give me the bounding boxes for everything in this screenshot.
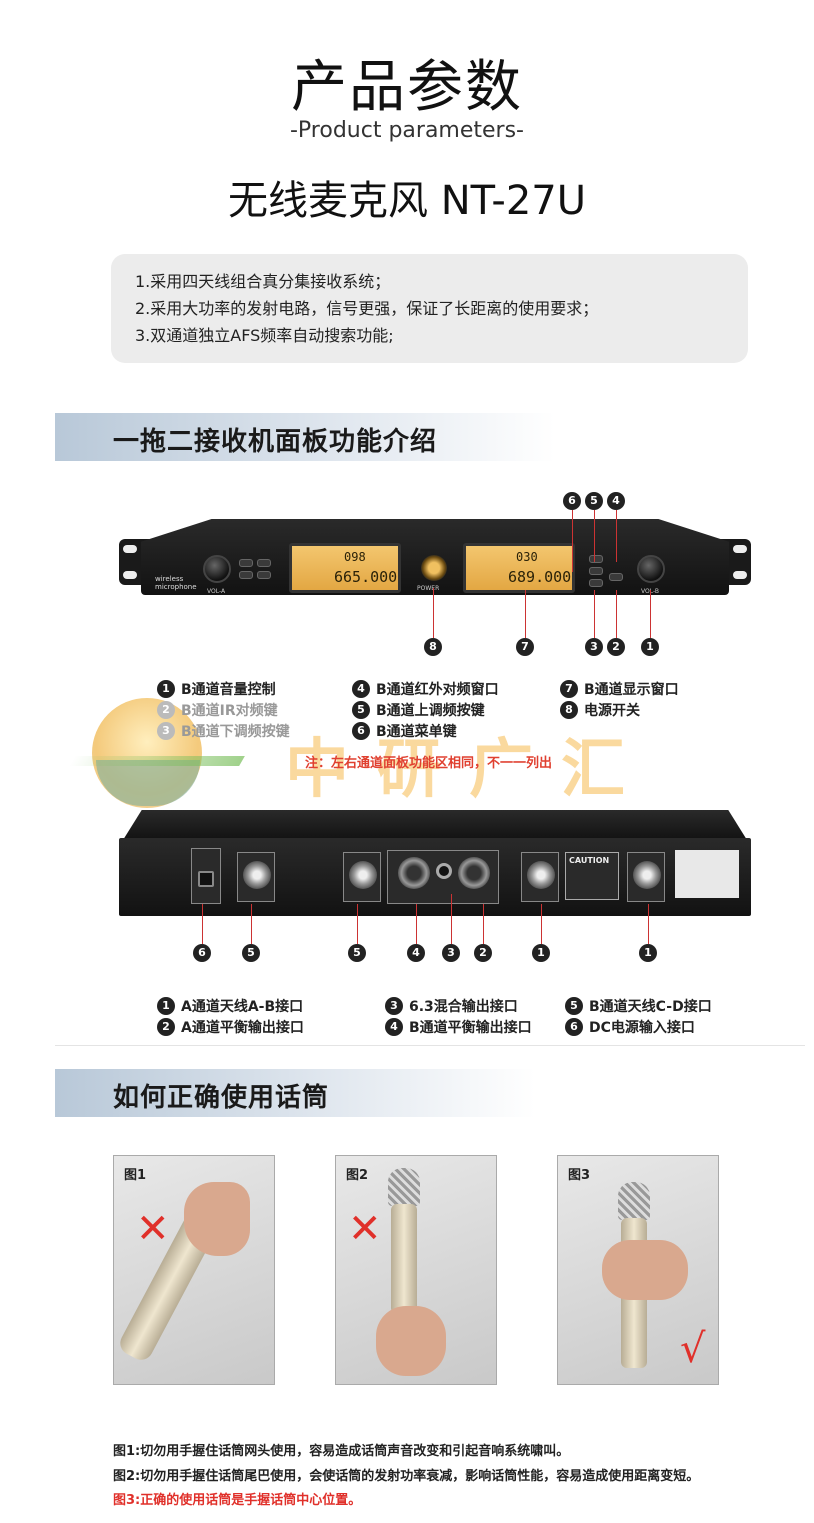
caption-3: 图3:正确的使用话筒是手握话筒中心位置。 xyxy=(113,1493,362,1508)
back-top xyxy=(123,810,747,840)
usage-photo-1: 图1 ✕ xyxy=(113,1155,275,1385)
watermark-logo-base xyxy=(96,760,200,806)
antenna-port-d xyxy=(237,852,275,902)
section-title: 一拖二接收机面板功能介绍 xyxy=(113,427,438,457)
power-label: POWER xyxy=(417,585,440,592)
antenna-port-b xyxy=(521,852,559,902)
section-title: 如何正确使用话筒 xyxy=(113,1083,330,1113)
brand-label: wireless microphone xyxy=(155,575,197,591)
section-banner-panel: 一拖二接收机面板功能介绍 xyxy=(55,413,555,461)
back-callout-5: 5 xyxy=(242,944,260,962)
b-down-button[interactable] xyxy=(589,579,603,587)
vol-b-knob[interactable] xyxy=(637,555,665,583)
callout-3: 3 xyxy=(585,638,603,656)
section-banner-usage: 如何正确使用话筒 xyxy=(55,1069,535,1117)
a-button[interactable] xyxy=(239,571,253,579)
back-callout-1: 1 xyxy=(639,944,657,962)
hand xyxy=(184,1182,250,1256)
hand xyxy=(602,1240,688,1300)
callout-8: 8 xyxy=(424,638,442,656)
callout-1: 1 xyxy=(641,638,659,656)
vol-a-label: VOL-A xyxy=(207,588,226,595)
callout-5: 5 xyxy=(585,492,603,510)
callout-4: 4 xyxy=(607,492,625,510)
caption-1: 图1:切勿用手握住话筒网头使用，容易造成话筒声音改变和引起音响系统啸叫。 xyxy=(113,1444,570,1459)
b-up-button[interactable] xyxy=(589,555,603,563)
callout-6: 6 xyxy=(563,492,581,510)
page-subtitle: -Product parameters- xyxy=(289,118,524,143)
receiver-front-panel: wireless microphone VOL-A 098 665.000 PO… xyxy=(119,515,751,595)
lcd-a-frequency: 665.000 xyxy=(334,568,398,586)
caption-2: 图2:切勿用手握住话筒尾巴使用，会使话筒的发射功率衰减，影响话筒性能，容易造成使… xyxy=(113,1469,700,1484)
receiver-back-panel: CAUTION xyxy=(119,810,751,916)
feature-item: 2.采用大功率的发射电路，信号更强，保证了长距离的使用要求； xyxy=(135,299,599,318)
hand xyxy=(376,1306,446,1376)
a-button[interactable] xyxy=(257,571,271,579)
lcd-b-frequency: 689.000 xyxy=(508,568,572,586)
usage-photo-2: 图2 ✕ xyxy=(335,1155,497,1385)
a-button[interactable] xyxy=(239,559,253,567)
back-callout-4: 4 xyxy=(407,944,425,962)
wrong-mark-icon: ✕ xyxy=(136,1206,170,1252)
vol-a-knob[interactable] xyxy=(203,555,231,583)
divider xyxy=(55,1045,805,1046)
microphone xyxy=(391,1204,417,1314)
callout-2: 2 xyxy=(607,638,625,656)
a-button[interactable] xyxy=(257,559,271,567)
b-menu-button[interactable] xyxy=(589,567,603,575)
spec-sticker xyxy=(675,850,739,898)
panel-note: 注：左右通道面板功能区相同，不一一列出 xyxy=(305,756,553,771)
antenna-port-a xyxy=(627,852,665,902)
back-callout-6: 6 xyxy=(193,944,211,962)
dc-input-port xyxy=(191,848,221,904)
usage-photo-3: 图3 √ xyxy=(557,1155,719,1385)
xlr-out-a xyxy=(458,857,490,889)
lcd-b: 030 689.000 xyxy=(463,543,575,593)
back-callout-2: 2 xyxy=(474,944,492,962)
lcd-a: 098 665.000 xyxy=(289,543,401,593)
power-button[interactable] xyxy=(421,555,447,581)
feature-list: 1.采用四天线组合真分集接收系统； 2.采用大功率的发射电路，信号更强，保证了长… xyxy=(111,254,748,363)
output-port-group xyxy=(387,850,499,904)
antenna-port-c xyxy=(343,852,381,902)
mic-grille xyxy=(388,1168,420,1206)
back-callout-1: 1 xyxy=(532,944,550,962)
xlr-out-b xyxy=(398,857,430,889)
back-callout-5: 5 xyxy=(348,944,366,962)
back-callout-3: 3 xyxy=(442,944,460,962)
caution-label: CAUTION xyxy=(565,852,619,900)
feature-item: 1.采用四天线组合真分集接收系统； xyxy=(135,272,391,291)
page-title: 产品参数 xyxy=(291,55,523,120)
wrong-mark-icon: ✕ xyxy=(348,1206,382,1252)
callout-7: 7 xyxy=(516,638,534,656)
feature-item: 3.双通道独立AFS频率自动搜索功能; xyxy=(135,326,394,345)
b-ir-button[interactable] xyxy=(609,573,623,581)
product-name: 无线麦克风 NT-27U xyxy=(227,178,586,224)
watermark-swoosh xyxy=(69,756,245,766)
correct-mark-icon: √ xyxy=(680,1326,706,1372)
watermark-text: 中研广汇 xyxy=(285,733,653,807)
lcd-b-channel: 030 xyxy=(516,550,538,564)
lcd-a-channel: 098 xyxy=(344,550,366,564)
mix-out-jack xyxy=(436,863,452,879)
mic-grille xyxy=(618,1182,650,1220)
